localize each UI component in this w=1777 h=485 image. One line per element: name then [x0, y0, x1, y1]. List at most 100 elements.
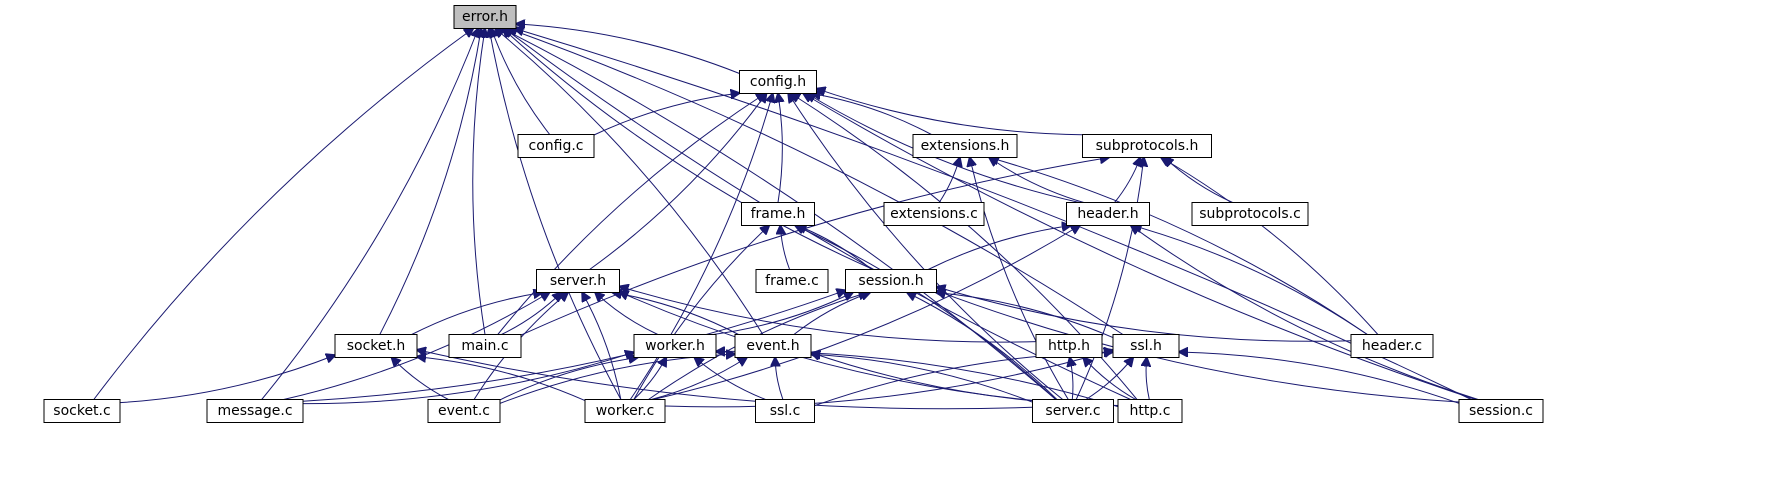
- edge-http-c-includes-worker-h: [716, 351, 1119, 408]
- node-frame-c[interactable]: frame.c: [755, 269, 829, 293]
- node-ssl-h[interactable]: ssl.h: [1112, 334, 1180, 358]
- node-box: [1035, 334, 1103, 358]
- edge-main-c-includes-server-h: [501, 293, 562, 335]
- edge-session-h-includes-error-h: [503, 29, 874, 270]
- edge-main-c-includes-error-h: [472, 29, 485, 335]
- node-box: [633, 334, 717, 358]
- edge-server-c-includes-subprotocols-h: [1075, 158, 1144, 400]
- node-ssl-c[interactable]: ssl.c: [755, 399, 815, 423]
- edge-worker-c-includes-header-h: [653, 226, 1080, 400]
- node-http-h[interactable]: http.h: [1035, 334, 1103, 358]
- node-label: server.h: [550, 273, 606, 289]
- edge-http-c-includes-http-h: [1083, 358, 1136, 400]
- edge-server-c-includes-ssl-h: [1085, 358, 1133, 400]
- node-box: [448, 334, 522, 358]
- edge-main-c-includes-config-h: [497, 94, 765, 335]
- edge-message-c-includes-worker-h: [302, 352, 634, 405]
- node-socket-h[interactable]: socket.h: [334, 334, 418, 358]
- edge-event-c-includes-worker-h: [499, 358, 638, 401]
- edge-config-c-includes-error-h: [491, 29, 551, 135]
- node-worker-c[interactable]: worker.c: [584, 399, 666, 423]
- edge-ssl-c-includes-worker-h: [695, 358, 766, 400]
- node-label: socket.h: [347, 338, 406, 354]
- node-box: [1032, 399, 1114, 423]
- edge-frame-h-includes-config-h: [778, 94, 782, 203]
- node-box: [43, 399, 121, 423]
- edge-header-c-includes-subprotocols-h: [1161, 158, 1379, 335]
- node-label: subprotocols.h: [1096, 138, 1199, 154]
- node-box: [1117, 399, 1183, 423]
- edge-ssl-c-includes-event-h: [775, 358, 784, 400]
- node-box: [1066, 202, 1150, 226]
- node-session-c[interactable]: session.c: [1458, 399, 1544, 423]
- node-label: ssl.h: [1130, 338, 1162, 354]
- node-label: http.c: [1130, 403, 1171, 419]
- node-socket-c[interactable]: socket.c: [43, 399, 121, 423]
- edge-server-c-includes-session-h: [907, 293, 1058, 400]
- node-header-c[interactable]: header.c: [1350, 334, 1434, 358]
- edge-message-c-includes-error-h: [261, 29, 479, 400]
- edge-socket-c-includes-socket-h: [119, 355, 335, 404]
- node-config-c[interactable]: config.c: [517, 134, 595, 158]
- node-box: [1082, 134, 1212, 158]
- edge-socket-h-includes-server-h: [411, 293, 543, 335]
- node-header-h[interactable]: header.h: [1066, 202, 1150, 226]
- node-label: main.c: [461, 338, 508, 354]
- edge-header-h-includes-config-h: [807, 94, 1080, 203]
- node-label: error.h: [462, 9, 508, 25]
- node-label: frame.c: [765, 273, 819, 289]
- edge-server-c-includes-config-h: [788, 94, 1064, 400]
- node-box: [755, 269, 829, 293]
- edge-worker-c-includes-socket-h: [417, 357, 586, 402]
- edge-session-c-includes-ssl-h: [1179, 352, 1460, 404]
- edge-http-c-includes-ssl-h: [1146, 358, 1149, 400]
- node-error-h[interactable]: error.h: [453, 5, 517, 29]
- node-worker-h[interactable]: worker.h: [633, 334, 717, 358]
- node-label: worker.c: [596, 403, 655, 419]
- node-server-c[interactable]: server.c: [1032, 399, 1114, 423]
- node-box: [1191, 202, 1309, 226]
- edge-worker-c-includes-error-h: [489, 29, 622, 400]
- edge-server-c-includes-extensions-h: [970, 158, 1069, 400]
- node-box: [741, 202, 815, 226]
- node-session-h[interactable]: session.h: [845, 269, 937, 293]
- node-label: header.h: [1077, 206, 1138, 222]
- node-box: [453, 5, 517, 29]
- edge-session-h-includes-header-h: [927, 226, 1071, 270]
- node-event-c[interactable]: event.c: [427, 399, 501, 423]
- node-frame-h[interactable]: frame.h: [741, 202, 815, 226]
- edge-worker-c-includes-ssl-h: [664, 350, 1113, 408]
- node-message-c[interactable]: message.c: [206, 399, 304, 423]
- edge-frame-c-includes-frame-h: [780, 226, 791, 270]
- node-box: [334, 334, 418, 358]
- node-server-h[interactable]: server.h: [536, 269, 620, 293]
- node-main-c[interactable]: main.c: [448, 334, 522, 358]
- edge-server-c-includes-event-h: [811, 354, 1033, 403]
- node-event-h[interactable]: event.h: [734, 334, 812, 358]
- edge-event-h-includes-error-h: [495, 29, 764, 335]
- edge-worker-c-includes-server-h: [582, 293, 622, 400]
- node-label: server.c: [1045, 403, 1100, 419]
- node-box: [1458, 399, 1544, 423]
- node-subprotocols-h[interactable]: subprotocols.h: [1082, 134, 1212, 158]
- node-label: event.h: [746, 338, 799, 354]
- edge-worker-h-includes-session-h: [713, 293, 853, 335]
- node-config-h[interactable]: config.h: [739, 70, 817, 94]
- node-box: [883, 202, 985, 226]
- edge-socket-h-includes-error-h: [379, 29, 481, 335]
- node-http-c[interactable]: http.c: [1117, 399, 1183, 423]
- node-box: [734, 334, 812, 358]
- node-box: [1350, 334, 1434, 358]
- node-subprotocols-c[interactable]: subprotocols.c: [1191, 202, 1309, 226]
- edge-server-h-includes-config-h: [589, 94, 767, 270]
- node-label: http.h: [1048, 338, 1090, 354]
- node-layer: error.h config.h config.c extensions.h subpr…: [43, 5, 1544, 423]
- node-label: frame.h: [751, 206, 806, 222]
- node-label: header.c: [1362, 338, 1422, 354]
- edge-server-c-includes-error-h: [502, 29, 1057, 400]
- edge-session-c-includes-error-h: [515, 29, 1472, 400]
- node-extensions-c[interactable]: extensions.c: [883, 202, 985, 226]
- node-extensions-h[interactable]: extensions.h: [912, 134, 1018, 158]
- node-box: [206, 399, 304, 423]
